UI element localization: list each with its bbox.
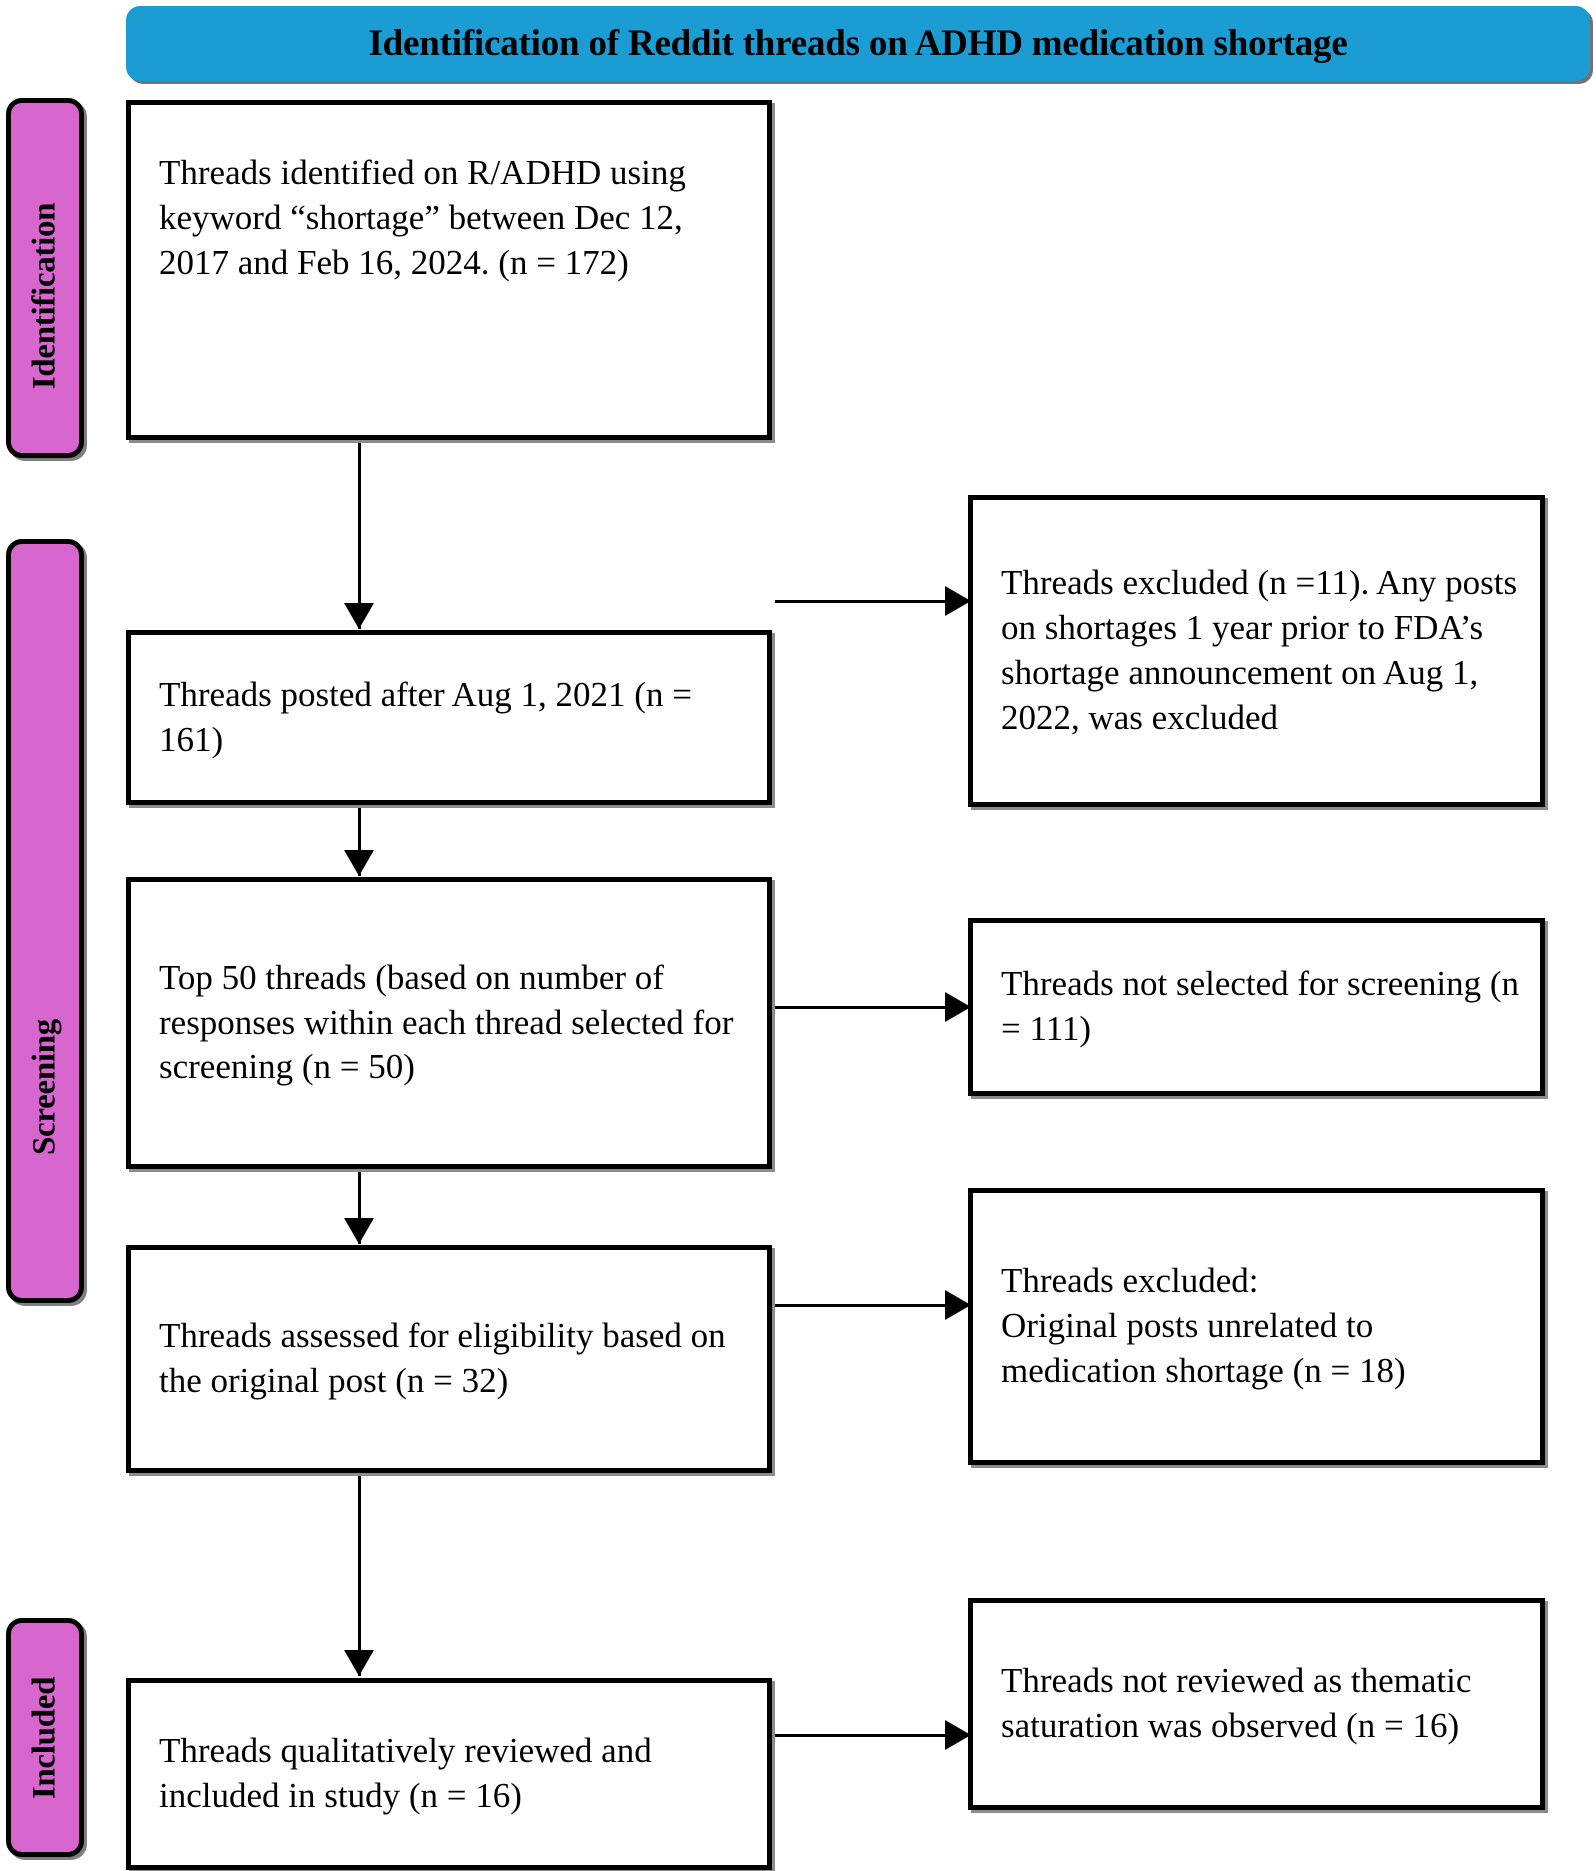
- flow-box-text: Threads excluded (n =11). Any posts on s…: [1001, 563, 1518, 737]
- arrow-down-eligibility-to-included: [344, 1476, 374, 1676]
- arrow-head-down-icon: [344, 1218, 374, 1244]
- arrow-stem: [357, 1476, 361, 1676]
- arrow-head-right-icon: [945, 586, 971, 616]
- arrow-head-down-icon: [344, 850, 374, 876]
- flow-box-text: Threads identified on R/ADHD using keywo…: [159, 153, 686, 282]
- arrow-stem: [357, 808, 361, 876]
- arrow-head-down-icon: [344, 1650, 374, 1676]
- flow-box-text: Top 50 threads (based on number of respo…: [159, 957, 734, 1087]
- stage-label-identification: Identification: [26, 202, 63, 389]
- stage-bar-screening: Screening: [6, 539, 84, 1303]
- stage-label-included: Included: [26, 1676, 63, 1799]
- diagram-header-banner: Identification of Reddit threads on ADHD…: [126, 6, 1590, 81]
- flow-box-threads-assessed-eligibility: Threads assessed for eligibility based o…: [126, 1245, 772, 1473]
- flow-box-text: Threads not reviewed as thematic saturat…: [1001, 1661, 1472, 1745]
- arrow-down-top50-to-eligibility: [344, 1172, 374, 1244]
- arrow-head-down-icon: [344, 603, 374, 629]
- arrow-head-right-icon: [945, 1290, 971, 1320]
- arrow-down-identified-to-posted: [344, 443, 374, 629]
- arrow-right-to-not-selected: [775, 992, 971, 1022]
- stage-bar-included: Included: [6, 1618, 84, 1857]
- flow-box-text: Threads excluded: Original posts unrelat…: [1001, 1261, 1406, 1390]
- flow-box-text: Threads not selected for screening (n = …: [1001, 964, 1519, 1048]
- flow-box-text: Threads posted after Aug 1, 2021 (n = 16…: [159, 674, 692, 759]
- flow-box-threads-identified: Threads identified on R/ADHD using keywo…: [126, 100, 772, 440]
- flow-box-threads-posted-after: Threads posted after Aug 1, 2021 (n = 16…: [126, 630, 772, 805]
- flow-box-threads-excluded-18: Threads excluded: Original posts unrelat…: [968, 1188, 1545, 1465]
- arrow-right-to-excluded-18: [775, 1290, 971, 1320]
- arrow-stem: [775, 1303, 971, 1307]
- stage-label-screening: Screening: [26, 1018, 63, 1155]
- arrow-stem: [775, 1733, 971, 1737]
- arrow-stem: [357, 443, 361, 629]
- arrow-head-right-icon: [945, 992, 971, 1022]
- page-title: Identification of Reddit threads on ADHD…: [368, 23, 1348, 64]
- flow-box-threads-included: Threads qualitatively reviewed and inclu…: [126, 1678, 772, 1870]
- arrow-stem: [775, 1005, 971, 1009]
- arrow-stem: [775, 599, 971, 603]
- flow-box-text: Threads assessed for eligibility based o…: [159, 1316, 726, 1400]
- arrow-right-to-not-reviewed: [775, 1720, 971, 1750]
- arrow-right-to-excluded-11: [775, 586, 971, 616]
- stage-bar-identification: Identification: [6, 98, 84, 458]
- flow-box-threads-excluded-11: Threads excluded (n =11). Any posts on s…: [968, 495, 1545, 807]
- arrow-stem: [357, 1172, 361, 1244]
- arrow-head-right-icon: [945, 1720, 971, 1750]
- flow-box-threads-not-selected: Threads not selected for screening (n = …: [968, 918, 1545, 1096]
- arrow-down-posted-to-top50: [344, 808, 374, 876]
- flow-box-text: Threads qualitatively reviewed and inclu…: [159, 1731, 652, 1815]
- flow-box-top-50-threads: Top 50 threads (based on number of respo…: [126, 877, 772, 1169]
- flow-box-threads-not-reviewed: Threads not reviewed as thematic saturat…: [968, 1598, 1545, 1810]
